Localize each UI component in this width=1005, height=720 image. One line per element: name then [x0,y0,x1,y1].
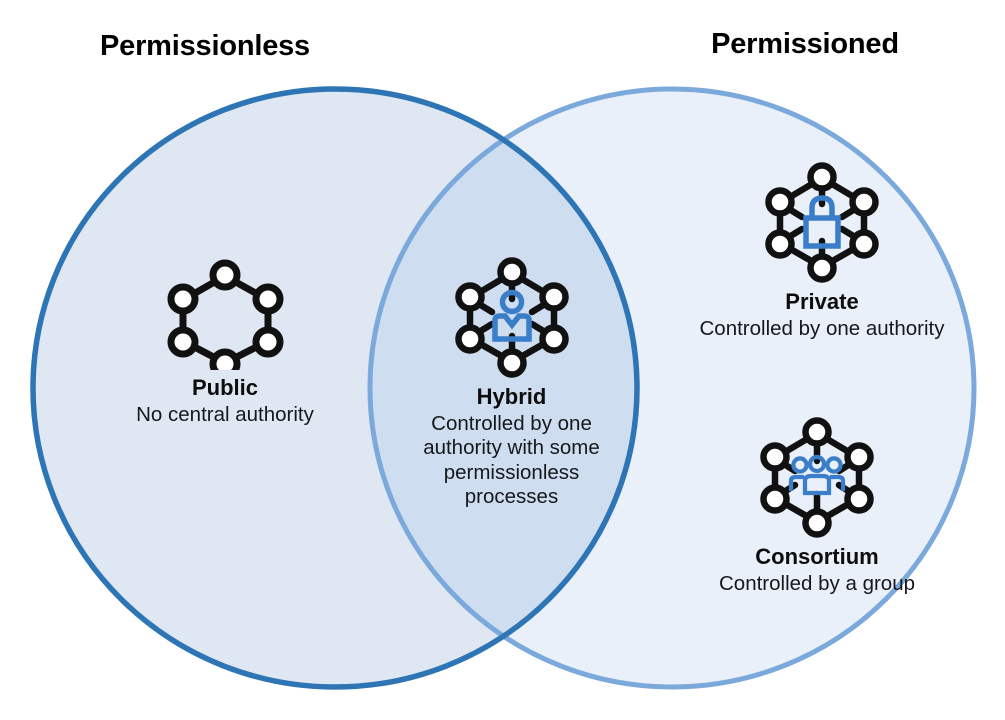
group-consortium-description: Controlled by a group [718,571,915,595]
group-hybrid-description-line-1: Controlled by one [431,411,592,435]
heading-permissionless: Permissionless [100,30,310,62]
group-private-title: Private [785,289,859,314]
group-private-description: Controlled by one authority [699,316,945,340]
group-hybrid-title: Hybrid [476,384,547,409]
permissionless-circle-outline [30,86,640,690]
group-consortium: Consortium Controlled by a group [652,415,982,596]
group-hybrid: Hybrid Controlled by one authority with … [404,255,619,510]
hexagon-network-lock-icon [765,162,879,283]
permissioned-circle-outline [367,86,977,690]
heading-permissioned: Permissioned [711,28,899,60]
group-hybrid-description-line-2: authority with some [423,436,600,460]
group-hybrid-description-line-3: permissionless [443,460,580,484]
group-public-title: Public [191,375,258,400]
group-private: Private Controlled by one authority [662,160,982,341]
group-hybrid-description: Controlled by one authority with some pe… [404,412,619,510]
hexagon-network-person-icon [454,257,569,378]
group-hybrid-description-line-4: processes [464,485,559,509]
overlap-region-fill [370,89,637,687]
group-public-description: No central authority [136,402,314,426]
group-public: Public No central authority [95,258,355,427]
hexagon-network-group-icon [760,417,874,538]
hexagon-network-icon [167,259,284,370]
group-consortium-title: Consortium [755,544,879,569]
